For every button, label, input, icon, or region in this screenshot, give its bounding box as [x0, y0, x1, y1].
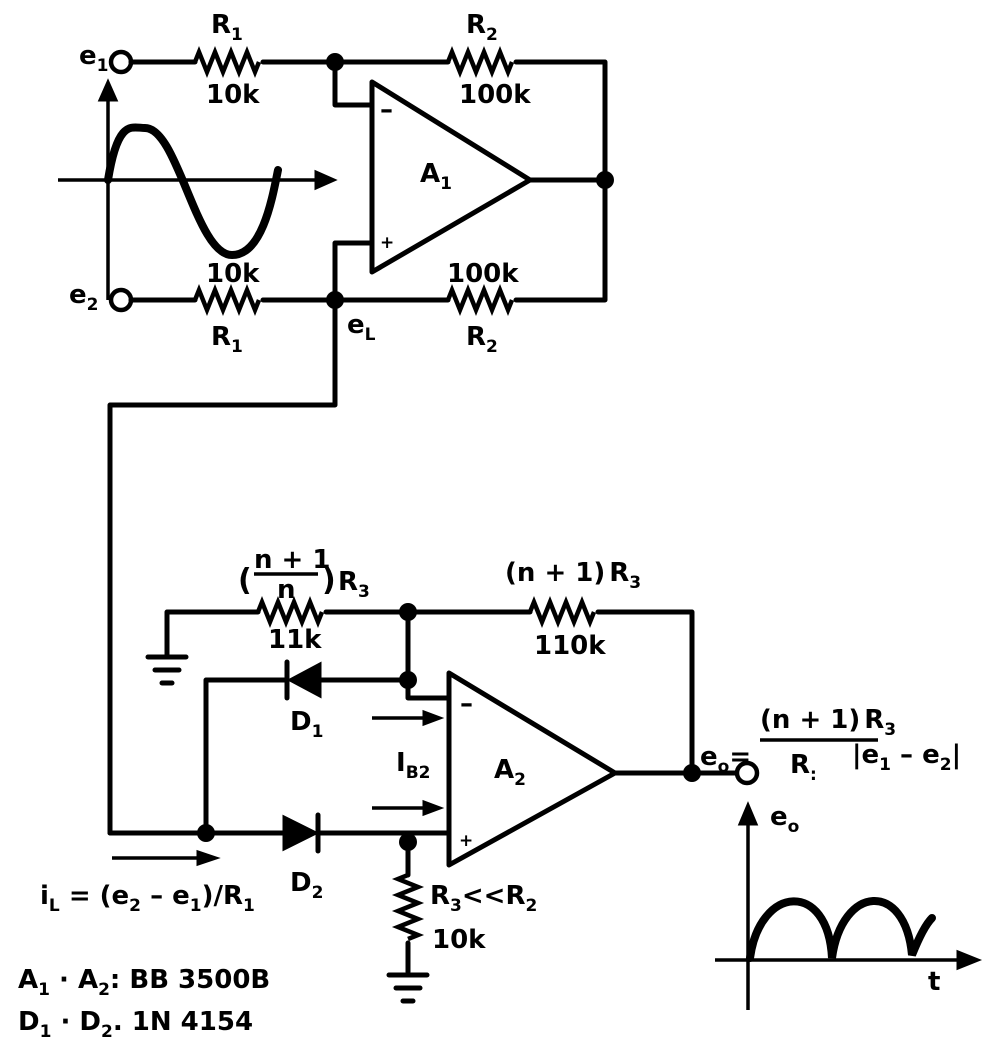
resistor-11k	[255, 595, 325, 629]
wire-d1-left	[203, 677, 289, 836]
diode-d1	[286, 661, 322, 699]
rectified-waveform	[746, 897, 936, 962]
svg-text:(n + 1)R3: (n + 1)R3	[760, 705, 896, 740]
output-rectified-graph: eo t	[715, 801, 983, 1010]
label-r2-top-value: 100k	[459, 80, 531, 110]
wire-el-to-stage2	[107, 297, 338, 836]
label-r3-condition: R3<<R2	[430, 881, 537, 916]
node-il	[197, 824, 215, 842]
wire-r2-output	[513, 59, 608, 183]
label-a1: A1	[420, 159, 452, 194]
stage-a2	[107, 595, 760, 1004]
label-r1-bottom-name: R1	[211, 322, 243, 357]
opamp-a2	[446, 670, 618, 868]
output-equation: eo= (n + 1)R3 R: |e1 – e2|	[700, 705, 961, 785]
wire-110k-output	[595, 609, 695, 776]
node-a1-output	[596, 171, 614, 189]
opamp-a1	[369, 79, 533, 275]
sine-waveform	[104, 123, 282, 260]
svg-text:R:: R:	[790, 750, 817, 785]
e1-input-terminal[interactable]	[108, 49, 134, 75]
resistor-r2-bottom	[445, 283, 515, 317]
svg-text:n: n	[277, 575, 296, 605]
label-d1: D1	[290, 707, 323, 742]
label-a2: A2	[494, 755, 526, 790]
label-11k-value: 11k	[268, 625, 322, 655]
node-a2-inverting	[399, 671, 417, 689]
svg-text:R3: R3	[338, 567, 370, 602]
current-equation: iL = (e2 – e1)/R1	[40, 881, 255, 916]
ground-symbol-right	[386, 972, 430, 1004]
resistor-r1-bottom	[192, 283, 262, 317]
label-ib2: IB2	[396, 748, 430, 783]
resistor-r1-top	[192, 45, 262, 79]
label-r3-value: 10k	[432, 925, 486, 955]
resistor-110k	[527, 595, 597, 629]
label-el: eL	[347, 310, 376, 345]
sine-y-arrowhead	[97, 78, 119, 102]
svg-text:(: (	[238, 563, 252, 598]
label-a2-plus: +	[459, 831, 473, 851]
resistor-r2-top	[445, 45, 515, 79]
node-a2-noninverting	[399, 833, 417, 851]
node-feedback	[399, 603, 417, 621]
sine-x-arrowhead	[314, 169, 338, 191]
node-a2-output	[683, 764, 701, 782]
wire-r2-bottom-output	[513, 177, 608, 303]
eo-output-terminal[interactable]	[734, 760, 760, 786]
label-r1-top-name: R1	[211, 10, 243, 45]
label-a1-plus: +	[380, 233, 394, 253]
label-r1-bottom-value: 10k	[206, 259, 260, 289]
svg-text:eo=: eo=	[700, 742, 751, 777]
node-a1-inverting	[326, 53, 344, 71]
wire-ground-r	[164, 609, 261, 658]
e2-input-terminal[interactable]	[108, 287, 134, 313]
parts-list-amps: A1 · A2: BB 3500B	[18, 965, 270, 1000]
diode-d2	[282, 814, 320, 852]
label-a2-minus: –	[460, 689, 473, 719]
ground-symbol-left	[145, 654, 189, 686]
graph-x-label: t	[928, 967, 940, 997]
stage-a1	[107, 45, 614, 836]
label-110k-name: (n + 1)R3	[505, 558, 641, 593]
label-e1: e1	[79, 41, 108, 76]
svg-text:|e1 – e2|: |e1 – e2|	[852, 740, 961, 775]
parts-list-diodes: D1 · D2. 1N 4154	[18, 1007, 253, 1042]
label-r2-bottom-name: R2	[466, 322, 498, 357]
wire-noninverting-a1	[332, 240, 375, 303]
label-r1-top-value: 10k	[206, 80, 260, 110]
label-r2-bottom-value: 100k	[447, 259, 519, 289]
graph-y-label: eo	[770, 802, 799, 837]
label-a1-minus: –	[380, 95, 393, 125]
wire-inverting-a1	[332, 59, 375, 108]
label-110k-value: 110k	[534, 631, 606, 661]
label-r2-top-name: R2	[466, 10, 498, 45]
label-e2: e2	[69, 280, 98, 315]
svg-text:): )	[322, 563, 336, 598]
label-11k-fraction: ( n + 1 n ) R3	[238, 545, 370, 605]
resistor-r3	[391, 872, 425, 942]
input-sine-graph	[58, 78, 338, 300]
label-d2: D2	[290, 868, 323, 903]
svg-text:n + 1: n + 1	[254, 545, 331, 575]
